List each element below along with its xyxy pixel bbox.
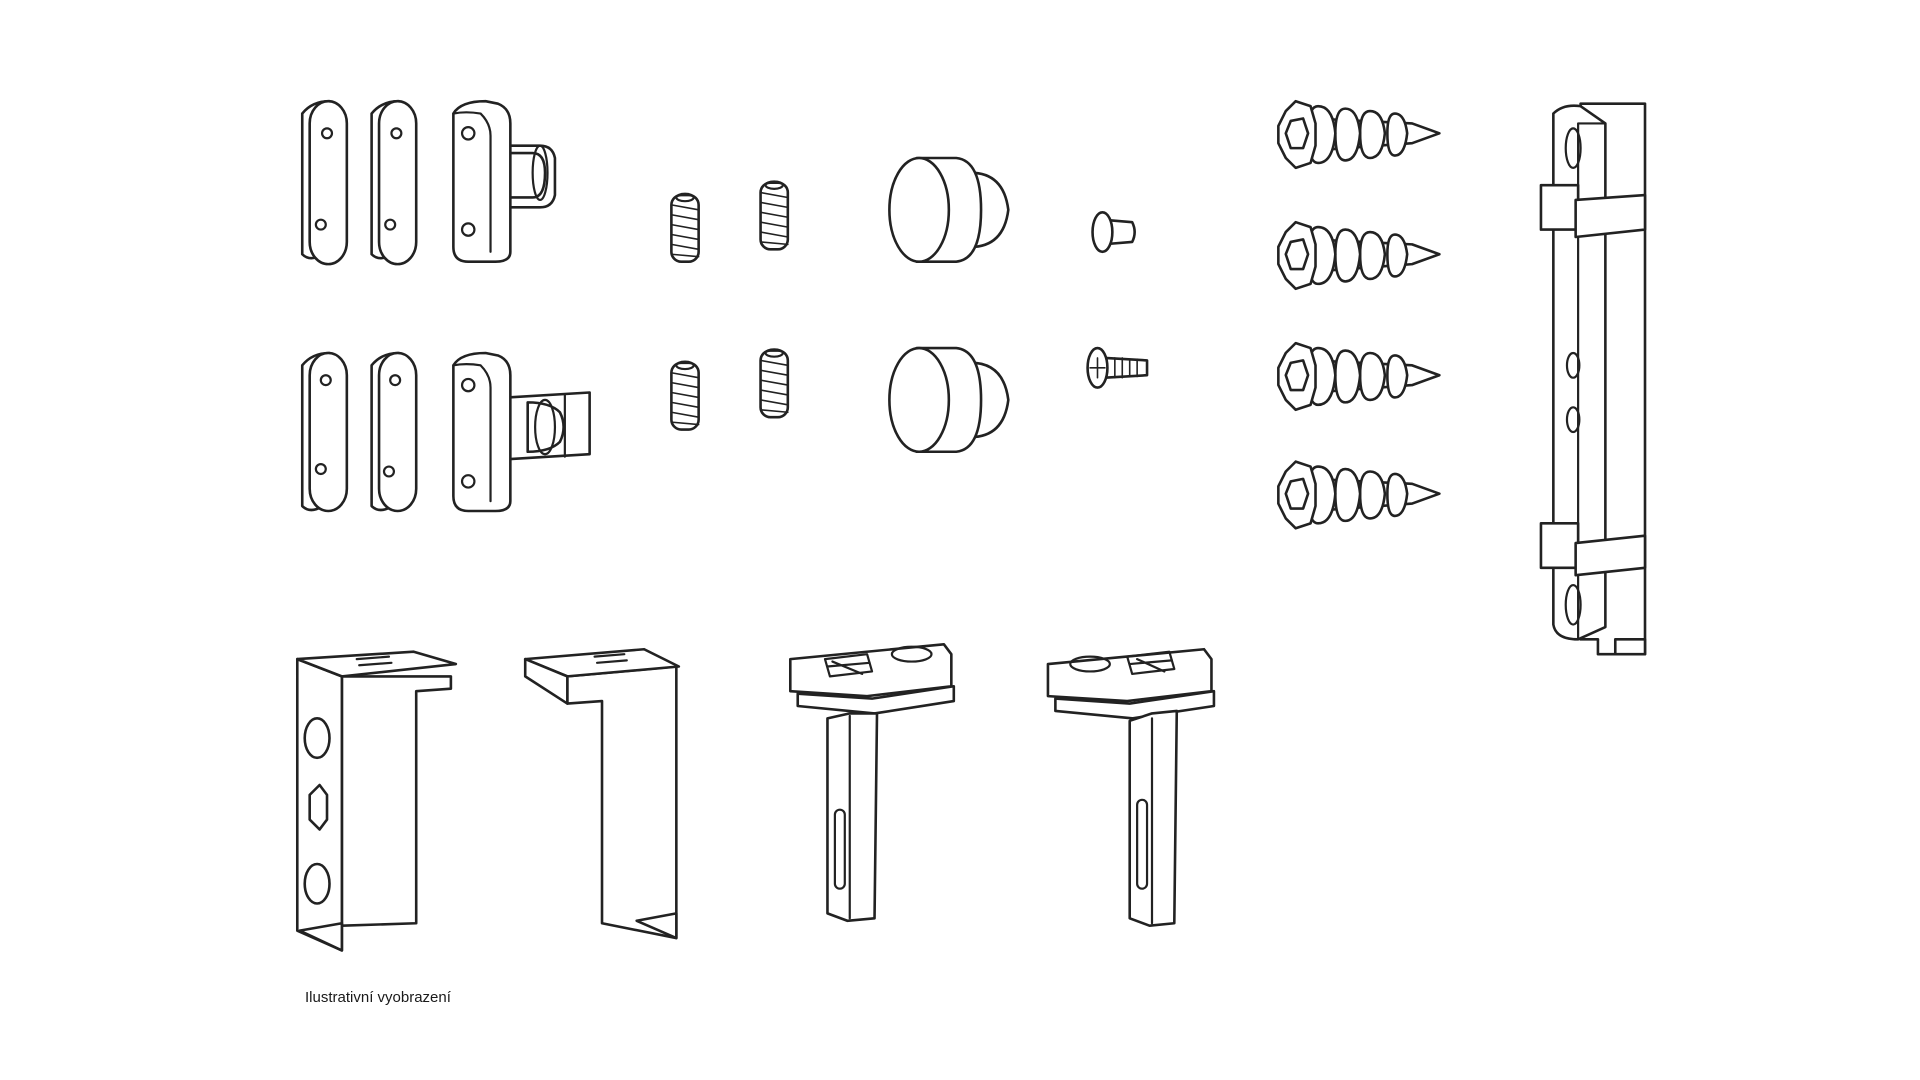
- wall-anchor-icon: [1278, 101, 1439, 168]
- illustration-caption: Ilustrativní vyobrazení: [305, 989, 451, 1006]
- flat-washer-icon: [302, 353, 347, 511]
- bumper-cap-icon: [889, 348, 1008, 452]
- wall-anchor-icon: [1276, 460, 1441, 530]
- mounting-rail-icon: [1541, 104, 1645, 654]
- end-cap-icon: [525, 649, 679, 938]
- hanger-bracket-icon: [790, 644, 954, 920]
- set-screw-icon: [671, 362, 698, 430]
- set-screw-icon: [761, 349, 788, 417]
- wall-anchor-icon: [1276, 220, 1441, 291]
- hanger-bracket-icon: [1048, 649, 1214, 925]
- bumper-cap-icon: [889, 158, 1008, 262]
- wall-anchor-icon: [1276, 341, 1441, 412]
- phillips-screw-icon: [1088, 348, 1147, 387]
- set-screw-icon: [761, 181, 788, 249]
- end-cap-icon: [297, 652, 456, 951]
- set-screw-icon: [671, 194, 698, 262]
- flat-washer-icon: [302, 101, 347, 264]
- pin-bracket-icon: [453, 353, 589, 511]
- pin-bracket-icon: [453, 101, 555, 261]
- flat-washer-icon: [372, 353, 417, 511]
- rivet-pin-icon: [1093, 212, 1135, 251]
- flat-washer-icon: [372, 101, 417, 264]
